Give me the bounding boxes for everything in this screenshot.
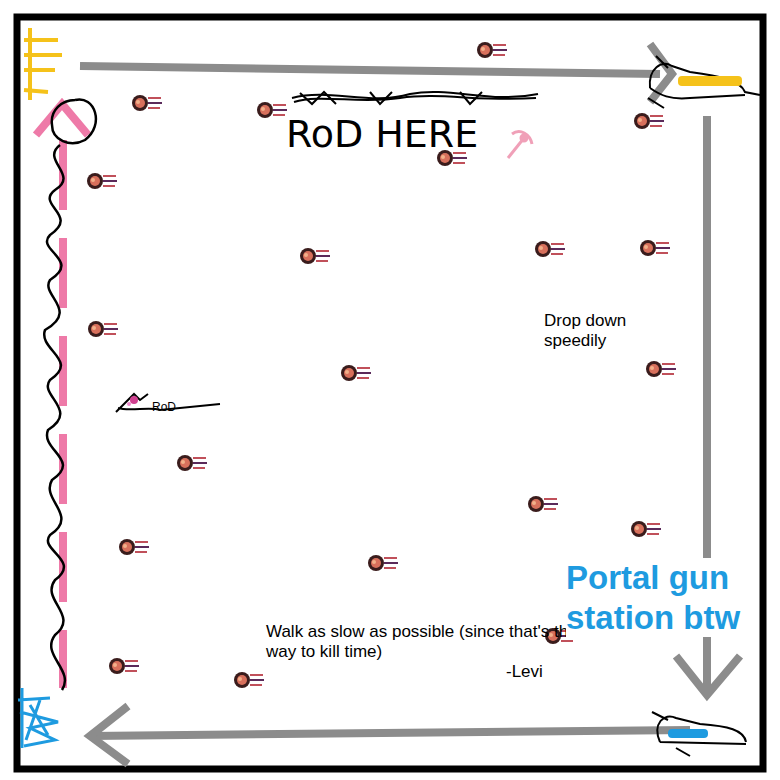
- rod-note: RoD HERE: [286, 112, 486, 158]
- signature: -Levi: [506, 662, 566, 682]
- crossed-out-text: [292, 92, 538, 104]
- sun-mark: [24, 28, 62, 100]
- portal-note: Portal gun station btw: [566, 558, 758, 637]
- route-arrows: [80, 44, 740, 764]
- map-frame: [17, 17, 763, 769]
- drop-note: Drop down speedily: [544, 311, 684, 352]
- yellow-pad-sketch: [648, 56, 760, 108]
- tunnel-scribble: [44, 99, 96, 690]
- pickaxe-icon: [508, 132, 532, 158]
- blue-pad-sketch: [652, 712, 746, 756]
- portal-scribble: [18, 688, 58, 748]
- pink-chevron: [36, 104, 88, 135]
- rod-label: RoD: [152, 400, 212, 414]
